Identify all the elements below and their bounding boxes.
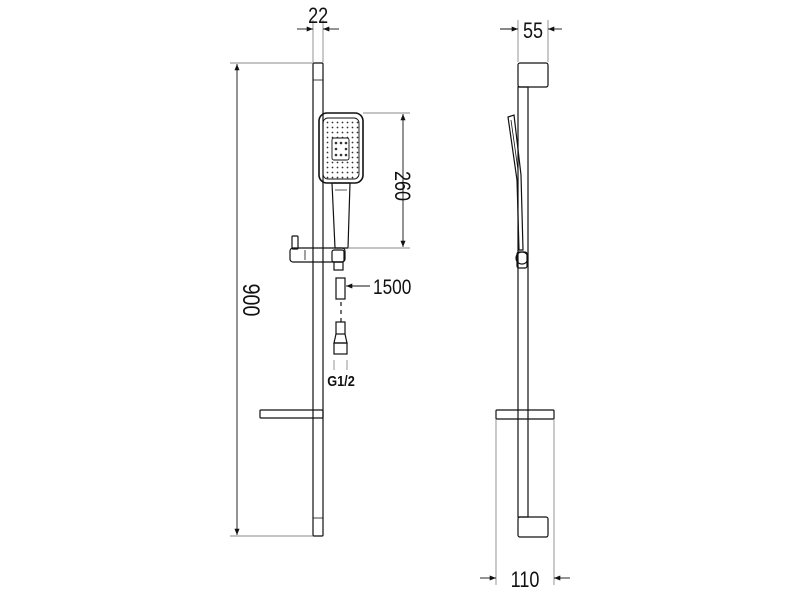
dim-label-side-depth: 55 [523,19,543,43]
dimension-lines [230,20,570,585]
front-slider-holder [289,235,346,271]
side-rail [517,86,529,518]
dim-label-base-width: 110 [511,568,540,592]
front-hose [333,277,348,355]
front-shelf [259,409,324,419]
front-hand-shower [318,112,364,249]
dim-label-thread: G1/2 [327,372,355,389]
dim-front-width [297,20,339,62]
dim-side-depth [500,20,562,62]
dim-label-total-height: 900 [238,284,265,317]
dim-hand-shower-height [348,112,410,249]
side-hand-shower [507,114,529,269]
side-view [495,62,555,538]
dim-label-hose-length: 1500 [373,277,411,300]
front-rail [312,62,324,537]
dim-total-height [230,62,313,537]
side-top-bracket [517,62,549,88]
dim-label-hand-shower-height: 260 [390,171,414,201]
side-bottom-bracket [517,516,549,538]
dim-label-front-width: 22 [308,4,328,28]
dim-thread-leader [333,360,348,370]
front-view [259,62,364,537]
side-shelf [495,409,555,420]
dim-base-width [480,419,570,585]
